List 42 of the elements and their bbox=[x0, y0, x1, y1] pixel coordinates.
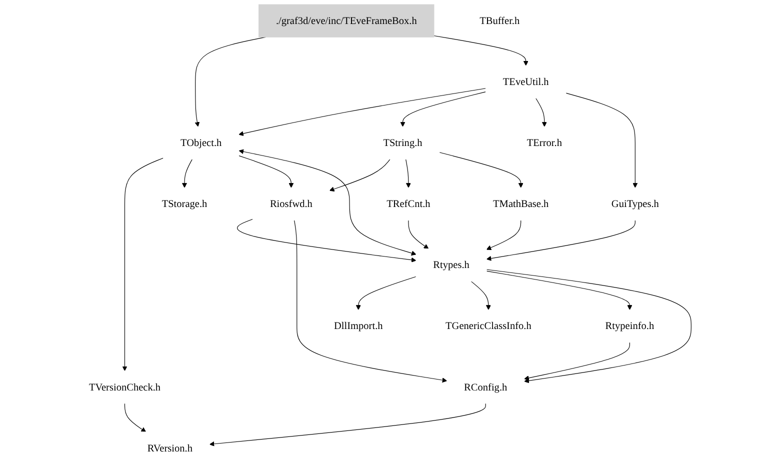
node-text: TEveUtil.h bbox=[502, 76, 549, 88]
arrow bbox=[294, 220, 448, 383]
arrow bbox=[400, 92, 486, 127]
arrow bbox=[486, 220, 636, 261]
node-text: TStorage.h bbox=[162, 198, 208, 210]
node-box: ./graf3d/eve/inc/TEveFrameBox.h bbox=[258, 4, 434, 38]
node-text: TVersionCheck.h bbox=[88, 381, 161, 393]
node-text: TObject.h bbox=[180, 136, 222, 148]
arrow bbox=[535, 98, 547, 127]
node-text: TRefCnt.h bbox=[386, 198, 430, 210]
node-text: DllImport.h bbox=[334, 320, 383, 332]
arrow bbox=[356, 276, 416, 310]
arrow bbox=[470, 281, 491, 310]
node-text: TError.h bbox=[526, 136, 562, 148]
arrow bbox=[486, 269, 692, 384]
node-text: TBuffer.h bbox=[480, 14, 520, 26]
arrow bbox=[237, 218, 416, 262]
arrow bbox=[434, 35, 528, 66]
node-text: TString.h bbox=[383, 136, 422, 148]
node-text: TGenericClassInfo.h bbox=[446, 320, 532, 332]
arrow bbox=[524, 342, 630, 380]
arrow bbox=[406, 158, 411, 188]
arrow bbox=[486, 270, 632, 310]
arrow bbox=[124, 403, 146, 432]
arrow bbox=[238, 88, 486, 136]
arrow bbox=[439, 152, 524, 188]
node-text: Rtypeinfo.h bbox=[605, 320, 654, 332]
arrow bbox=[122, 158, 164, 372]
node-text: GuiTypes.h bbox=[611, 198, 659, 210]
arrow bbox=[329, 158, 390, 192]
node-text: RVersion.h bbox=[147, 442, 192, 454]
node-text: TMathBase.h bbox=[493, 198, 549, 210]
arrow bbox=[182, 158, 193, 188]
arrow bbox=[238, 149, 416, 256]
arrow bbox=[566, 92, 638, 188]
arrow bbox=[238, 155, 294, 188]
arrow bbox=[408, 220, 429, 249]
arrow bbox=[486, 220, 522, 250]
arrow bbox=[209, 403, 486, 446]
node-text: Riosfwd.h bbox=[270, 198, 312, 210]
node-text: Rtypes.h bbox=[433, 259, 470, 270]
node-text: RConfig.h bbox=[464, 381, 508, 393]
